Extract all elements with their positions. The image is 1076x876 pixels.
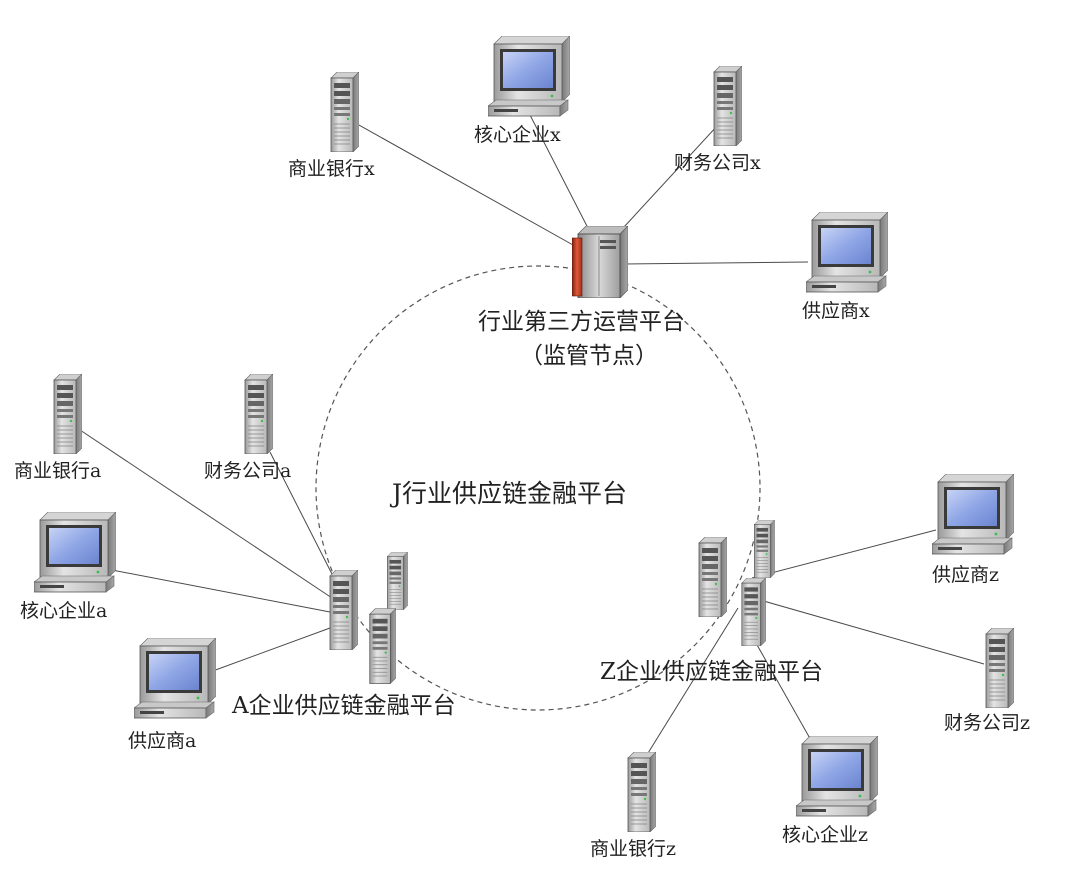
- j-platform-label: J行业供应链金融平台: [392, 479, 628, 508]
- label-core-a: 核心企业a: [20, 600, 108, 622]
- server-icon-z-cluster-2: [753, 520, 776, 578]
- hub-z-platform-label: Z企业供应链金融平台: [600, 659, 823, 685]
- server-icon-a-cluster-2: [386, 552, 409, 610]
- label-finance-z: 财务公司z: [944, 712, 1031, 734]
- server-icon-z-cluster-1: [698, 537, 727, 617]
- computer-icon-supplier-a: [134, 638, 216, 719]
- label-finance-a: 财务公司a: [204, 460, 292, 482]
- label-bank-x: 商业银行x: [288, 158, 375, 180]
- server-icon-finance-z: [985, 628, 1014, 708]
- link-x-bank: [349, 119, 583, 251]
- label-supplier-a: 供应商a: [128, 730, 197, 752]
- server-icon-a-cluster-3: [369, 608, 396, 684]
- server-icon-bank-x: [330, 72, 359, 152]
- j-platform-ring: [315, 265, 761, 711]
- label-supplier-z: 供应商z: [932, 564, 1000, 586]
- link-a-finance: [269, 451, 335, 579]
- server-icon-bank-z: [627, 752, 656, 832]
- computer-icon-core-x: [488, 36, 570, 117]
- server-icon-z-cluster-3: [741, 578, 767, 646]
- link-z-supplier: [751, 529, 937, 579]
- server-icon-bank-a: [53, 374, 82, 454]
- hub-a-links: [79, 429, 335, 673]
- computer-icon-supplier-z: [932, 474, 1014, 555]
- server-icon-a-cluster-1: [329, 570, 358, 650]
- label-bank-z: 商业银行z: [590, 838, 677, 860]
- mainframe-icon: [572, 226, 628, 298]
- computer-icon-supplier-x: [806, 212, 888, 293]
- link-x-finance: [611, 124, 719, 241]
- link-a-core: [111, 569, 331, 613]
- hub-z-links: [639, 529, 985, 767]
- link-a-supplier: [209, 627, 331, 673]
- hub-x-links: [349, 114, 809, 265]
- label-supplier-x: 供应商x: [802, 300, 870, 322]
- server-icon-finance-x: [713, 66, 742, 146]
- computer-icon-core-a: [34, 512, 116, 593]
- link-z-core: [751, 635, 813, 743]
- label-bank-a: 商业银行a: [14, 460, 102, 482]
- link-x-core: [529, 114, 591, 233]
- server-icon-finance-a: [244, 374, 273, 454]
- label-finance-x: 财务公司x: [674, 152, 761, 174]
- hub-x-subtitle: （监管节点）: [520, 343, 658, 369]
- link-a-bank: [79, 429, 333, 599]
- hub-x-title: 行业第三方运营平台: [478, 309, 685, 335]
- label-core-z: 核心企业z: [782, 824, 869, 846]
- link-x-supplier: [624, 261, 809, 265]
- label-core-x: 核心企业x: [474, 124, 561, 146]
- computer-icon-core-z: [796, 736, 878, 817]
- link-z-finance: [759, 599, 985, 665]
- hub-a-platform-label: A企业供应链金融平台: [232, 693, 456, 719]
- link-z-bank: [639, 607, 739, 767]
